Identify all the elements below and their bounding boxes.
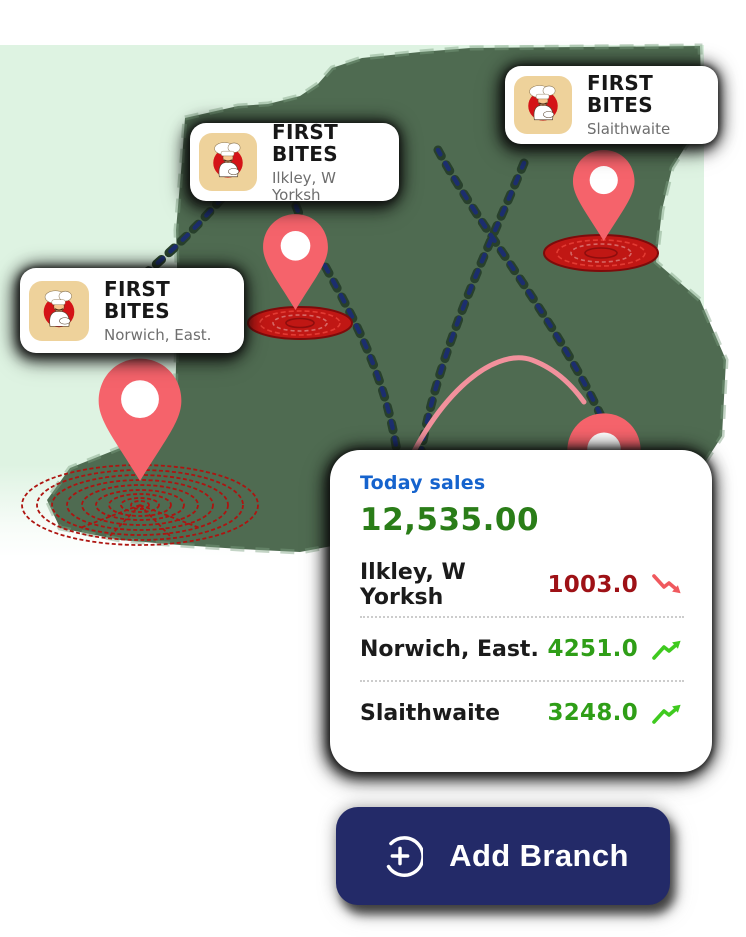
coverage-spot-ilkley <box>247 306 353 340</box>
sales-row-norwich: Norwich, East. 4251.0 <box>360 616 684 680</box>
sales-row-ilkley: Ilkley, W Yorksh 1003.0 <box>360 554 684 616</box>
location-pin-norwich[interactable] <box>98 358 182 481</box>
trend-down-icon <box>652 574 681 594</box>
row-value: 3248.0 <box>547 700 638 726</box>
logo-tile <box>29 280 89 341</box>
add-branch-label: Add Branch <box>449 838 629 873</box>
branch-card-norwich[interactable]: FIRST BITES Norwich, East. <box>20 268 244 353</box>
add-circle-icon <box>386 836 424 877</box>
row-label: Ilkley, W Yorksh <box>360 560 466 610</box>
brand-name: FIRST BITES <box>104 276 171 323</box>
row-label: Slaithwaite <box>360 700 501 726</box>
sales-rows: Ilkley, W Yorksh 1003.0 Norwich, East. 4… <box>360 554 684 744</box>
chef-logo-icon <box>528 85 558 121</box>
sales-panel: Today sales 12,535.00 Ilkley, W Yorksh 1… <box>330 450 712 772</box>
coverage-spot-slaithwaite <box>543 234 659 272</box>
sales-title: Today sales <box>360 472 486 494</box>
road-line-2 <box>293 203 400 455</box>
logo-tile <box>514 76 572 134</box>
chef-logo-icon <box>213 142 243 178</box>
trend-up-icon <box>652 704 681 724</box>
coverage-rings-large <box>21 464 259 546</box>
brand-name: FIRST BITES <box>272 120 339 166</box>
row-value: 1003.0 <box>547 572 638 598</box>
branch-location: Ilkley, W Yorksh <box>272 169 336 204</box>
row-value: 4251.0 <box>547 636 638 662</box>
sales-row-slaithwaite: Slaithwaite 3248.0 <box>360 680 684 744</box>
branch-location: Slaithwaite <box>587 120 671 139</box>
road-line-4 <box>418 160 527 455</box>
row-label: Norwich, East. <box>360 636 539 662</box>
location-pin-ilkley[interactable] <box>263 214 328 310</box>
add-branch-button[interactable]: Add Branch <box>336 807 670 905</box>
location-pin-slaithwaite[interactable] <box>572 149 635 242</box>
chef-logo-icon <box>43 289 75 327</box>
branch-location: Norwich, East. <box>104 325 212 344</box>
branch-card-slaithwaite[interactable]: FIRST BITES Slaithwaite <box>505 66 718 144</box>
sales-total: 12,535.00 <box>360 502 540 538</box>
brand-name: FIRST BITES <box>587 71 654 118</box>
road-line-3 <box>435 147 605 421</box>
logo-tile <box>199 133 257 191</box>
sales-trend-arc <box>393 355 587 495</box>
trend-up-icon <box>652 640 681 660</box>
branch-card-ilkley[interactable]: FIRST BITES Ilkley, W Yorksh <box>190 120 399 204</box>
